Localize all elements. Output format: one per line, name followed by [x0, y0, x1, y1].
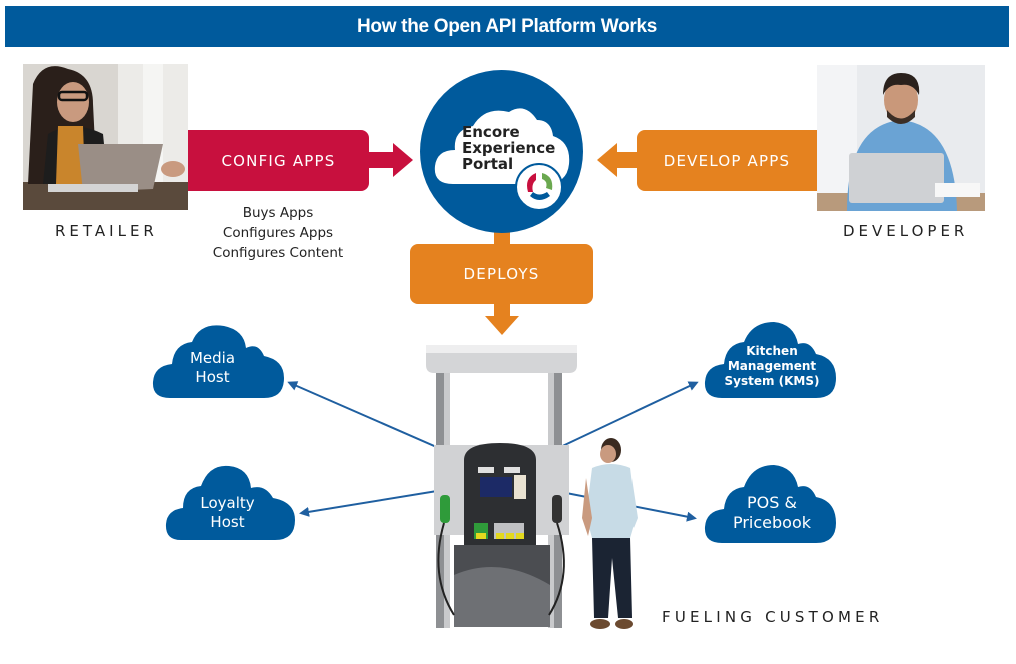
arrow-down-icon: [485, 304, 519, 335]
loyalty-host-line: Loyalty: [200, 494, 255, 512]
deploys-label: DEPLOYS: [463, 265, 540, 283]
page-title: How the Open API Platform Works: [356, 15, 658, 37]
pos-pricebook-cloud: [704, 465, 836, 543]
kms-cloud: [704, 322, 836, 398]
kms-label: Kitchen Management System (KMS): [712, 342, 832, 390]
pos-pricebook-label: POS & Pricebook: [712, 490, 832, 536]
media-host-label: Media Host: [165, 345, 260, 391]
pos-line: POS &: [747, 493, 797, 512]
retailer-photo: [23, 64, 188, 210]
portal-line: Encore: [462, 123, 520, 141]
kms-line: System (KMS): [724, 373, 820, 388]
config-apps-step: CONFIG APPS: [188, 130, 369, 191]
kms-line: Kitchen: [746, 343, 798, 358]
portal-title: Encore Experience Portal: [462, 124, 555, 172]
loyalty-host-cloud: [165, 465, 295, 540]
pos-line: Pricebook: [732, 513, 812, 532]
media-host-cloud: [152, 325, 284, 398]
customer-figure: [582, 438, 638, 629]
deploys-step: DEPLOYS: [410, 244, 593, 304]
title-bar: How the Open API Platform Works: [5, 6, 1009, 47]
developer-label: DEVELOPER: [843, 222, 969, 240]
kms-line: Management: [727, 358, 817, 373]
fuel-dispenser: [426, 345, 577, 628]
config-detail-item: Configures Content: [212, 245, 344, 261]
develop-apps-step: DEVELOP APPS: [637, 130, 817, 191]
portal-line: Experience: [462, 139, 556, 157]
media-host-line: Host: [195, 368, 230, 386]
retailer-label: RETAILER: [55, 222, 158, 240]
config-details: Buys Apps Configures Apps Configures Con…: [195, 203, 361, 263]
loyalty-host-label: Loyalty Host: [175, 490, 280, 536]
config-detail-item: Buys Apps: [242, 205, 314, 221]
config-detail-item: Configures Apps: [222, 225, 334, 241]
deploys-connector: [494, 230, 510, 246]
develop-apps-label: DEVELOP APPS: [663, 151, 791, 170]
loyalty-host-line: Host: [210, 513, 245, 531]
developer-photo: [817, 65, 985, 211]
arrow-right-icon: [369, 143, 413, 177]
arrow-left-icon: [597, 143, 641, 177]
config-apps-label: CONFIG APPS: [221, 151, 336, 170]
gilbarco-logo-icon: [515, 163, 563, 211]
fueling-customer-label: FUELING CUSTOMER: [662, 608, 884, 626]
media-host-line: Media: [189, 349, 236, 367]
portal-line: Portal: [462, 155, 514, 173]
